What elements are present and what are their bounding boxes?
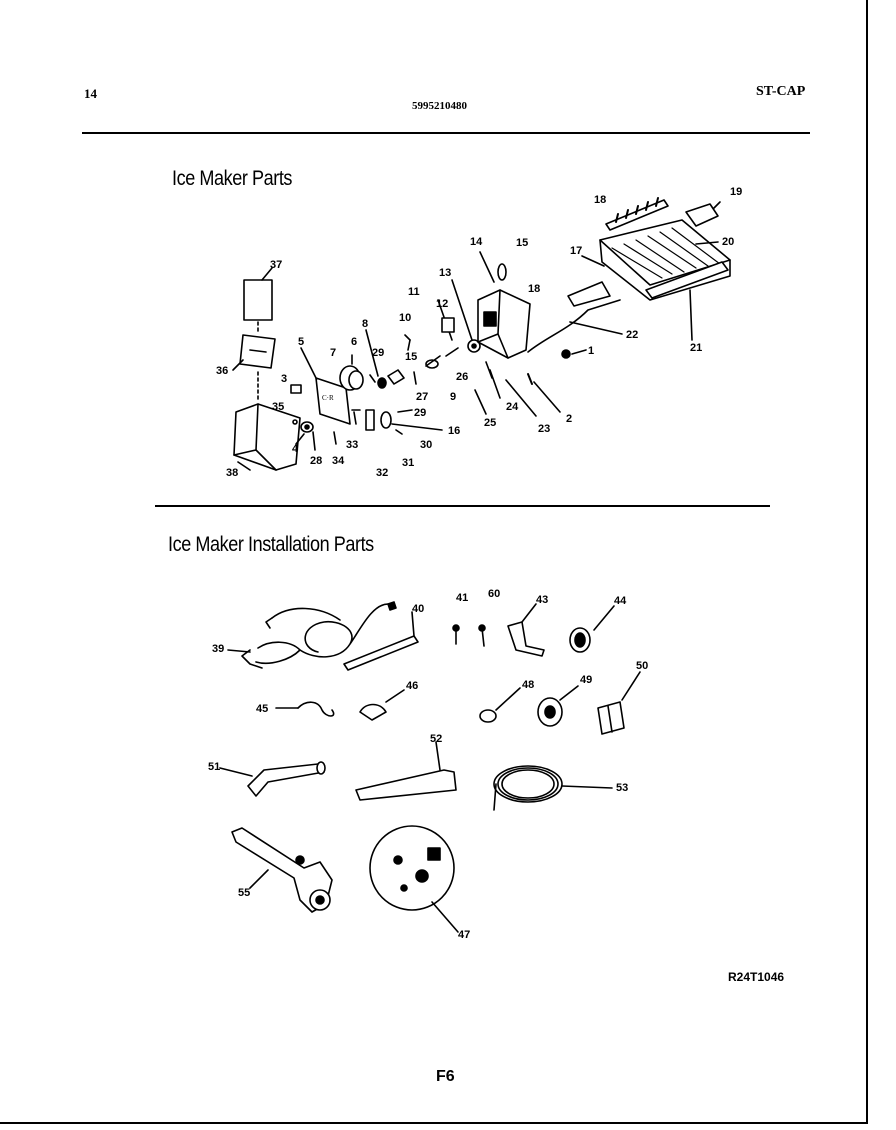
part-48-sleeve	[479, 709, 497, 723]
callout-13: 13	[439, 267, 452, 279]
callout-16b: 18	[528, 283, 541, 295]
callout-28: 28	[310, 455, 323, 467]
callout-55: 55	[238, 887, 251, 899]
part-21-stripper	[645, 261, 729, 299]
callout-49: 49	[580, 674, 593, 686]
callout-10: 10	[399, 312, 412, 324]
callout-24: 24	[506, 401, 519, 413]
callout-25: 25	[484, 417, 497, 429]
part-46-clip	[359, 703, 387, 721]
part-50-block	[597, 701, 625, 735]
callout-4: 4	[292, 443, 299, 455]
part-15-cam	[497, 263, 507, 281]
callout-19: 19	[730, 186, 743, 198]
callout-48: 48	[522, 679, 535, 691]
callout-6: 6	[351, 336, 358, 348]
part-51-tube	[247, 763, 325, 797]
part-43-bracket	[507, 621, 545, 657]
part-31	[380, 411, 392, 429]
callout-30: 30	[420, 439, 433, 451]
part-26	[445, 347, 459, 357]
callout-9: 9	[450, 391, 457, 403]
model-number: 5995210480	[412, 100, 467, 112]
part-22-heater-wire	[527, 299, 621, 353]
part-5-mounting-plate	[315, 377, 351, 425]
callout-50: 50	[636, 660, 649, 672]
svg-text:C·R: C·R	[322, 394, 334, 402]
callout-40: 40	[412, 603, 425, 615]
part-12	[441, 317, 455, 333]
callout-29b: 29	[414, 407, 427, 419]
section-title-installation-parts: Ice Maker Installation Parts	[168, 533, 374, 556]
callout-8: 8	[362, 318, 369, 330]
part-47-kit	[369, 825, 455, 911]
callout-35: 35	[272, 401, 285, 413]
callout-32: 32	[376, 467, 389, 479]
callout-18: 18	[594, 194, 607, 206]
callout-26: 26	[456, 371, 469, 383]
callout-41: 41	[456, 592, 469, 604]
callout-36: 36	[216, 365, 229, 377]
page-code-right: ST-CAP	[756, 84, 806, 99]
part-45-clip	[297, 701, 335, 717]
part-18-ejector	[605, 199, 669, 231]
part-35	[292, 419, 298, 425]
part-1	[561, 349, 571, 359]
part-39-harness	[255, 603, 389, 665]
page-code-footer: F6	[436, 1068, 455, 1085]
callout-20: 20	[722, 236, 735, 248]
section-title-ice-maker-parts: Ice Maker Parts	[172, 167, 293, 190]
callout-38: 38	[226, 467, 239, 479]
callout-37: 37	[270, 259, 283, 271]
callout-34: 34	[332, 455, 345, 467]
callout-52: 52	[430, 733, 443, 745]
part-37-insulation	[243, 279, 273, 321]
callout-3: 3	[281, 373, 288, 385]
callout-60: 60	[488, 588, 501, 600]
callout-21: 21	[690, 342, 703, 354]
callout-2: 2	[566, 413, 573, 425]
callout-53: 53	[616, 782, 629, 794]
callout-15b: 15	[516, 237, 529, 249]
callout-43: 43	[536, 594, 549, 606]
callout-45: 45	[256, 703, 269, 715]
callout-46: 46	[406, 680, 419, 692]
callout-14: 14	[470, 236, 483, 248]
page-frame	[0, 0, 868, 1124]
callout-7: 7	[330, 347, 337, 359]
callout-47: 47	[458, 929, 471, 941]
callout-15a: 15	[405, 351, 418, 363]
callout-31: 31	[402, 457, 415, 469]
callout-11: 11	[408, 286, 420, 298]
diagram-reference: R24T1046	[728, 970, 785, 984]
callout-27: 27	[416, 391, 429, 403]
callout-16a: 16	[448, 425, 461, 437]
callout-51: 51	[208, 761, 221, 773]
part-32	[365, 409, 375, 431]
callout-44: 44	[614, 595, 627, 607]
callout-12: 12	[436, 298, 449, 310]
section-divider	[155, 505, 770, 507]
part-52-fill-tube	[355, 769, 457, 801]
header-rule	[82, 132, 810, 134]
part-8	[377, 377, 387, 389]
callout-17: 17	[570, 245, 583, 257]
callout-5: 5	[298, 336, 305, 348]
callout-23: 23	[538, 423, 551, 435]
part-3	[290, 384, 302, 394]
callout-33: 33	[346, 439, 359, 451]
page-number-left: 14	[84, 86, 97, 101]
part-19-cap	[685, 203, 719, 227]
callout-39: 39	[212, 643, 225, 655]
part-40-strip	[343, 635, 419, 671]
callout-29a: 29	[372, 347, 385, 359]
part-15-switch	[387, 369, 405, 385]
part-53-coil	[493, 765, 563, 811]
callout-22: 22	[626, 329, 639, 341]
part-9	[425, 359, 439, 369]
callout-1: 1	[588, 345, 595, 357]
